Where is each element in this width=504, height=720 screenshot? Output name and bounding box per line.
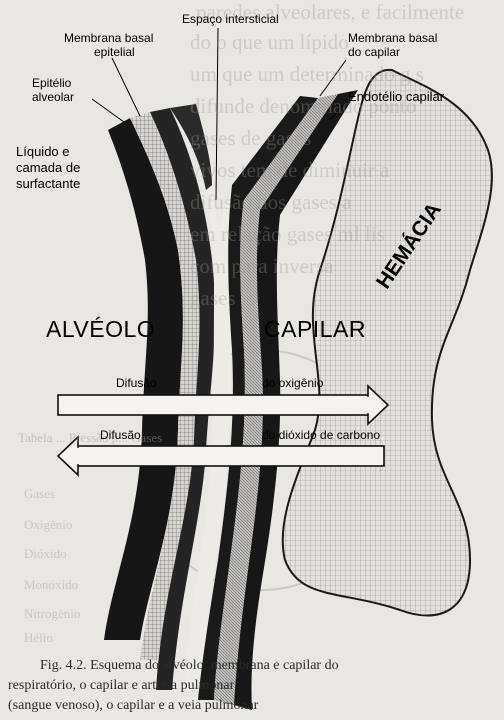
oxygen-arrow-left-text: Difusão [116, 376, 157, 390]
label-epitelio-alveolar: Epitélio alveolar [32, 76, 74, 104]
caption-line-3: (sangue venoso), o capilar e a veia pulm… [0, 698, 504, 714]
background-table-row: Monóxido [0, 577, 504, 593]
background-text-line: gases [0, 286, 504, 311]
label-membrana-basal-epitelial-line2: epitelial [64, 45, 153, 59]
label-liquido-line3: surfactante [16, 176, 80, 192]
label-membrana-basal-capilar-line1: Membrana basal [348, 31, 437, 45]
label-epitelio-alveolar-line2: alveolar [32, 90, 74, 104]
label-membrana-basal-capilar: Membrana basal do capilar [348, 31, 437, 59]
background-text-line: um que um determinado g s [0, 62, 504, 87]
co2-arrow-left-text: Difusão [100, 428, 141, 442]
background-text-line: com para inversa [0, 254, 504, 279]
background-table-row: Gases [0, 486, 504, 502]
caption-line-1: Fig. 4.2. Esquema do alvéolo, membrana e… [0, 658, 504, 674]
background-table-row: Oxigênio [0, 517, 504, 533]
co2-arrow-right-text: do dióxido de carbono [262, 428, 380, 442]
label-membrana-basal-epitelial-line1: Membrana basal [64, 31, 153, 45]
background-table-row: Dióxido [0, 546, 504, 562]
oxygen-arrow-right-text: do oxigênio [262, 376, 323, 390]
background-table-row: Hélio [0, 630, 504, 646]
label-liquido-line2: camada de [16, 160, 80, 176]
label-liquido-line1: Líquido e [16, 144, 80, 160]
label-espaco-intersticial: Espaço intersticial [182, 12, 279, 26]
background-table-header: Tabela ... Pressão p... Gases [0, 430, 504, 446]
label-membrana-basal-capilar-line2: do capilar [348, 45, 437, 59]
label-liquido-surfactante: Líquido e camada de surfactante [16, 144, 80, 192]
label-endotelio-capilar: Endotélio capilar [348, 90, 444, 104]
label-alveolo: ALVÉOLO [46, 316, 155, 343]
caption-line-2: respiratório, o capilar e artéria pulmon… [0, 678, 504, 694]
label-epitelio-alveolar-line1: Epitélio [32, 76, 74, 90]
label-membrana-basal-epitelial: Membrana basal epitelial [64, 31, 153, 59]
label-capilar: CAPILAR [264, 316, 366, 343]
background-table-row: Nitrogênio [0, 606, 504, 622]
